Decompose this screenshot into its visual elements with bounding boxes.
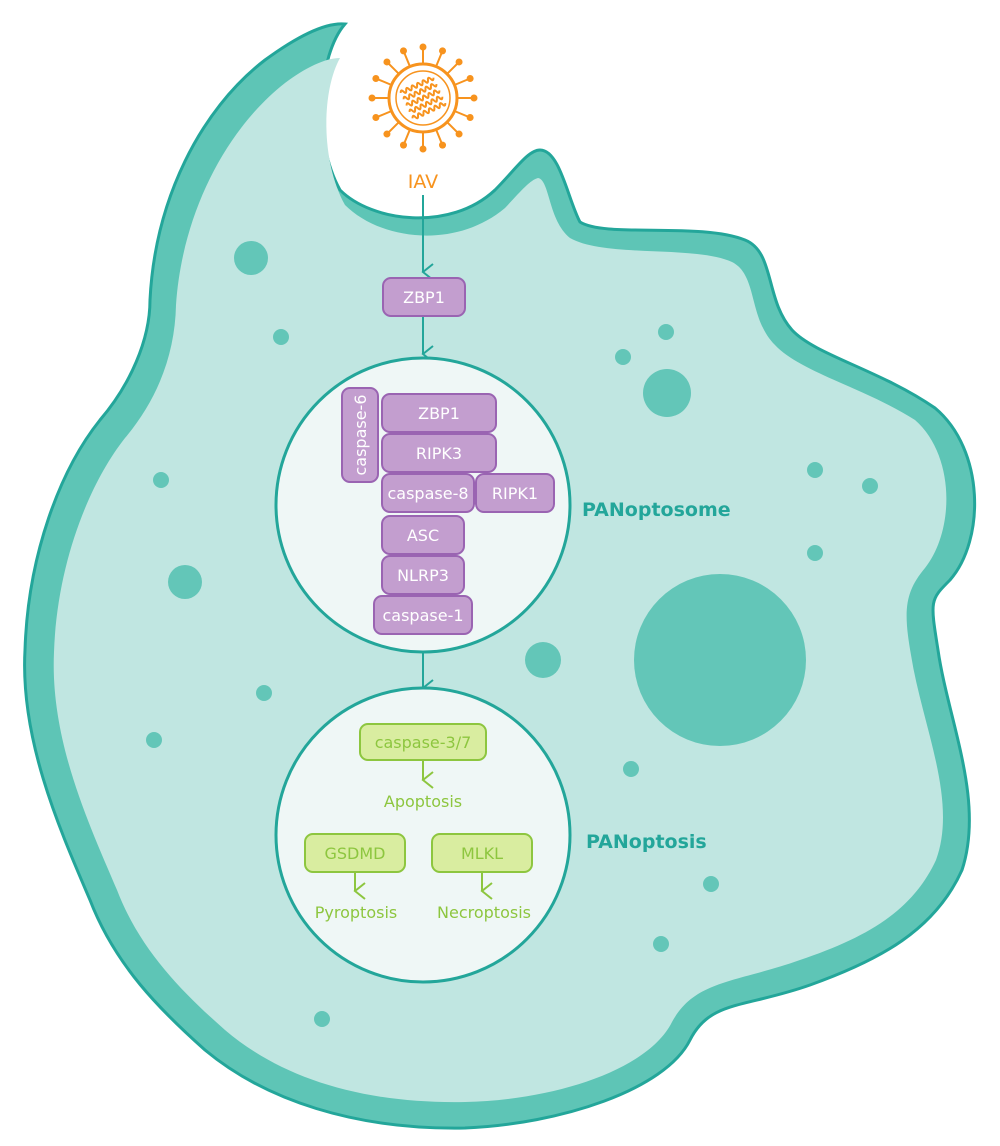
- virus-icon: [368, 43, 478, 153]
- zbp1-inner-label: ZBP1: [418, 404, 460, 423]
- ripk3-label: RIPK3: [416, 444, 462, 463]
- caspase8-label: caspase-8: [387, 484, 468, 503]
- organelle: [153, 472, 169, 488]
- panoptosis-circle: [274, 686, 572, 984]
- necroptosis-label: Necroptosis: [437, 903, 531, 922]
- nlrp3-box: NLRP3: [381, 555, 465, 595]
- caspase1-box: caspase-1: [373, 595, 473, 635]
- gsdmd-box: GSDMD: [304, 833, 406, 873]
- nucleus: [634, 574, 806, 746]
- zbp1-box: ZBP1: [382, 277, 466, 317]
- organelle: [615, 349, 631, 365]
- organelle: [807, 462, 823, 478]
- organelle: [256, 685, 272, 701]
- organelle: [146, 732, 162, 748]
- asc-box: ASC: [381, 515, 465, 555]
- organelle: [168, 565, 202, 599]
- organelle: [525, 642, 561, 678]
- mlkl-label: MLKL: [461, 844, 503, 863]
- organelle: [703, 876, 719, 892]
- caspase37-box: caspase-3/7: [359, 723, 487, 761]
- organelle: [314, 1011, 330, 1027]
- organelle: [807, 545, 823, 561]
- pyroptosis-label: Pyroptosis: [315, 903, 397, 922]
- zbp1-inner-box: ZBP1: [381, 393, 497, 433]
- caspase6-box: caspase-6: [341, 387, 379, 483]
- panoptosis-label: PANoptosis: [586, 831, 707, 853]
- ripk1-label: RIPK1: [492, 484, 538, 503]
- zbp1-label: ZBP1: [403, 288, 445, 307]
- gsdmd-label: GSDMD: [325, 844, 386, 863]
- organelle: [623, 761, 639, 777]
- ripk1-box: RIPK1: [475, 473, 555, 513]
- organelle: [862, 478, 878, 494]
- ripk3-box: RIPK3: [381, 433, 497, 473]
- virus-label: IAV: [408, 171, 438, 193]
- organelle: [658, 324, 674, 340]
- asc-label: ASC: [407, 526, 439, 545]
- organelle: [234, 241, 268, 275]
- mlkl-box: MLKL: [431, 833, 533, 873]
- caspase6-label: caspase-6: [351, 394, 370, 475]
- caspase1-label: caspase-1: [382, 606, 463, 625]
- caspase37-label: caspase-3/7: [375, 733, 472, 752]
- organelles: [146, 241, 878, 1027]
- panoptosome-label: PANoptosome: [582, 499, 731, 521]
- nlrp3-label: NLRP3: [397, 566, 449, 585]
- organelle: [273, 329, 289, 345]
- organelle: [643, 369, 691, 417]
- apoptosis-label: Apoptosis: [384, 792, 462, 811]
- organelle: [653, 936, 669, 952]
- caspase8-box: caspase-8: [381, 473, 475, 513]
